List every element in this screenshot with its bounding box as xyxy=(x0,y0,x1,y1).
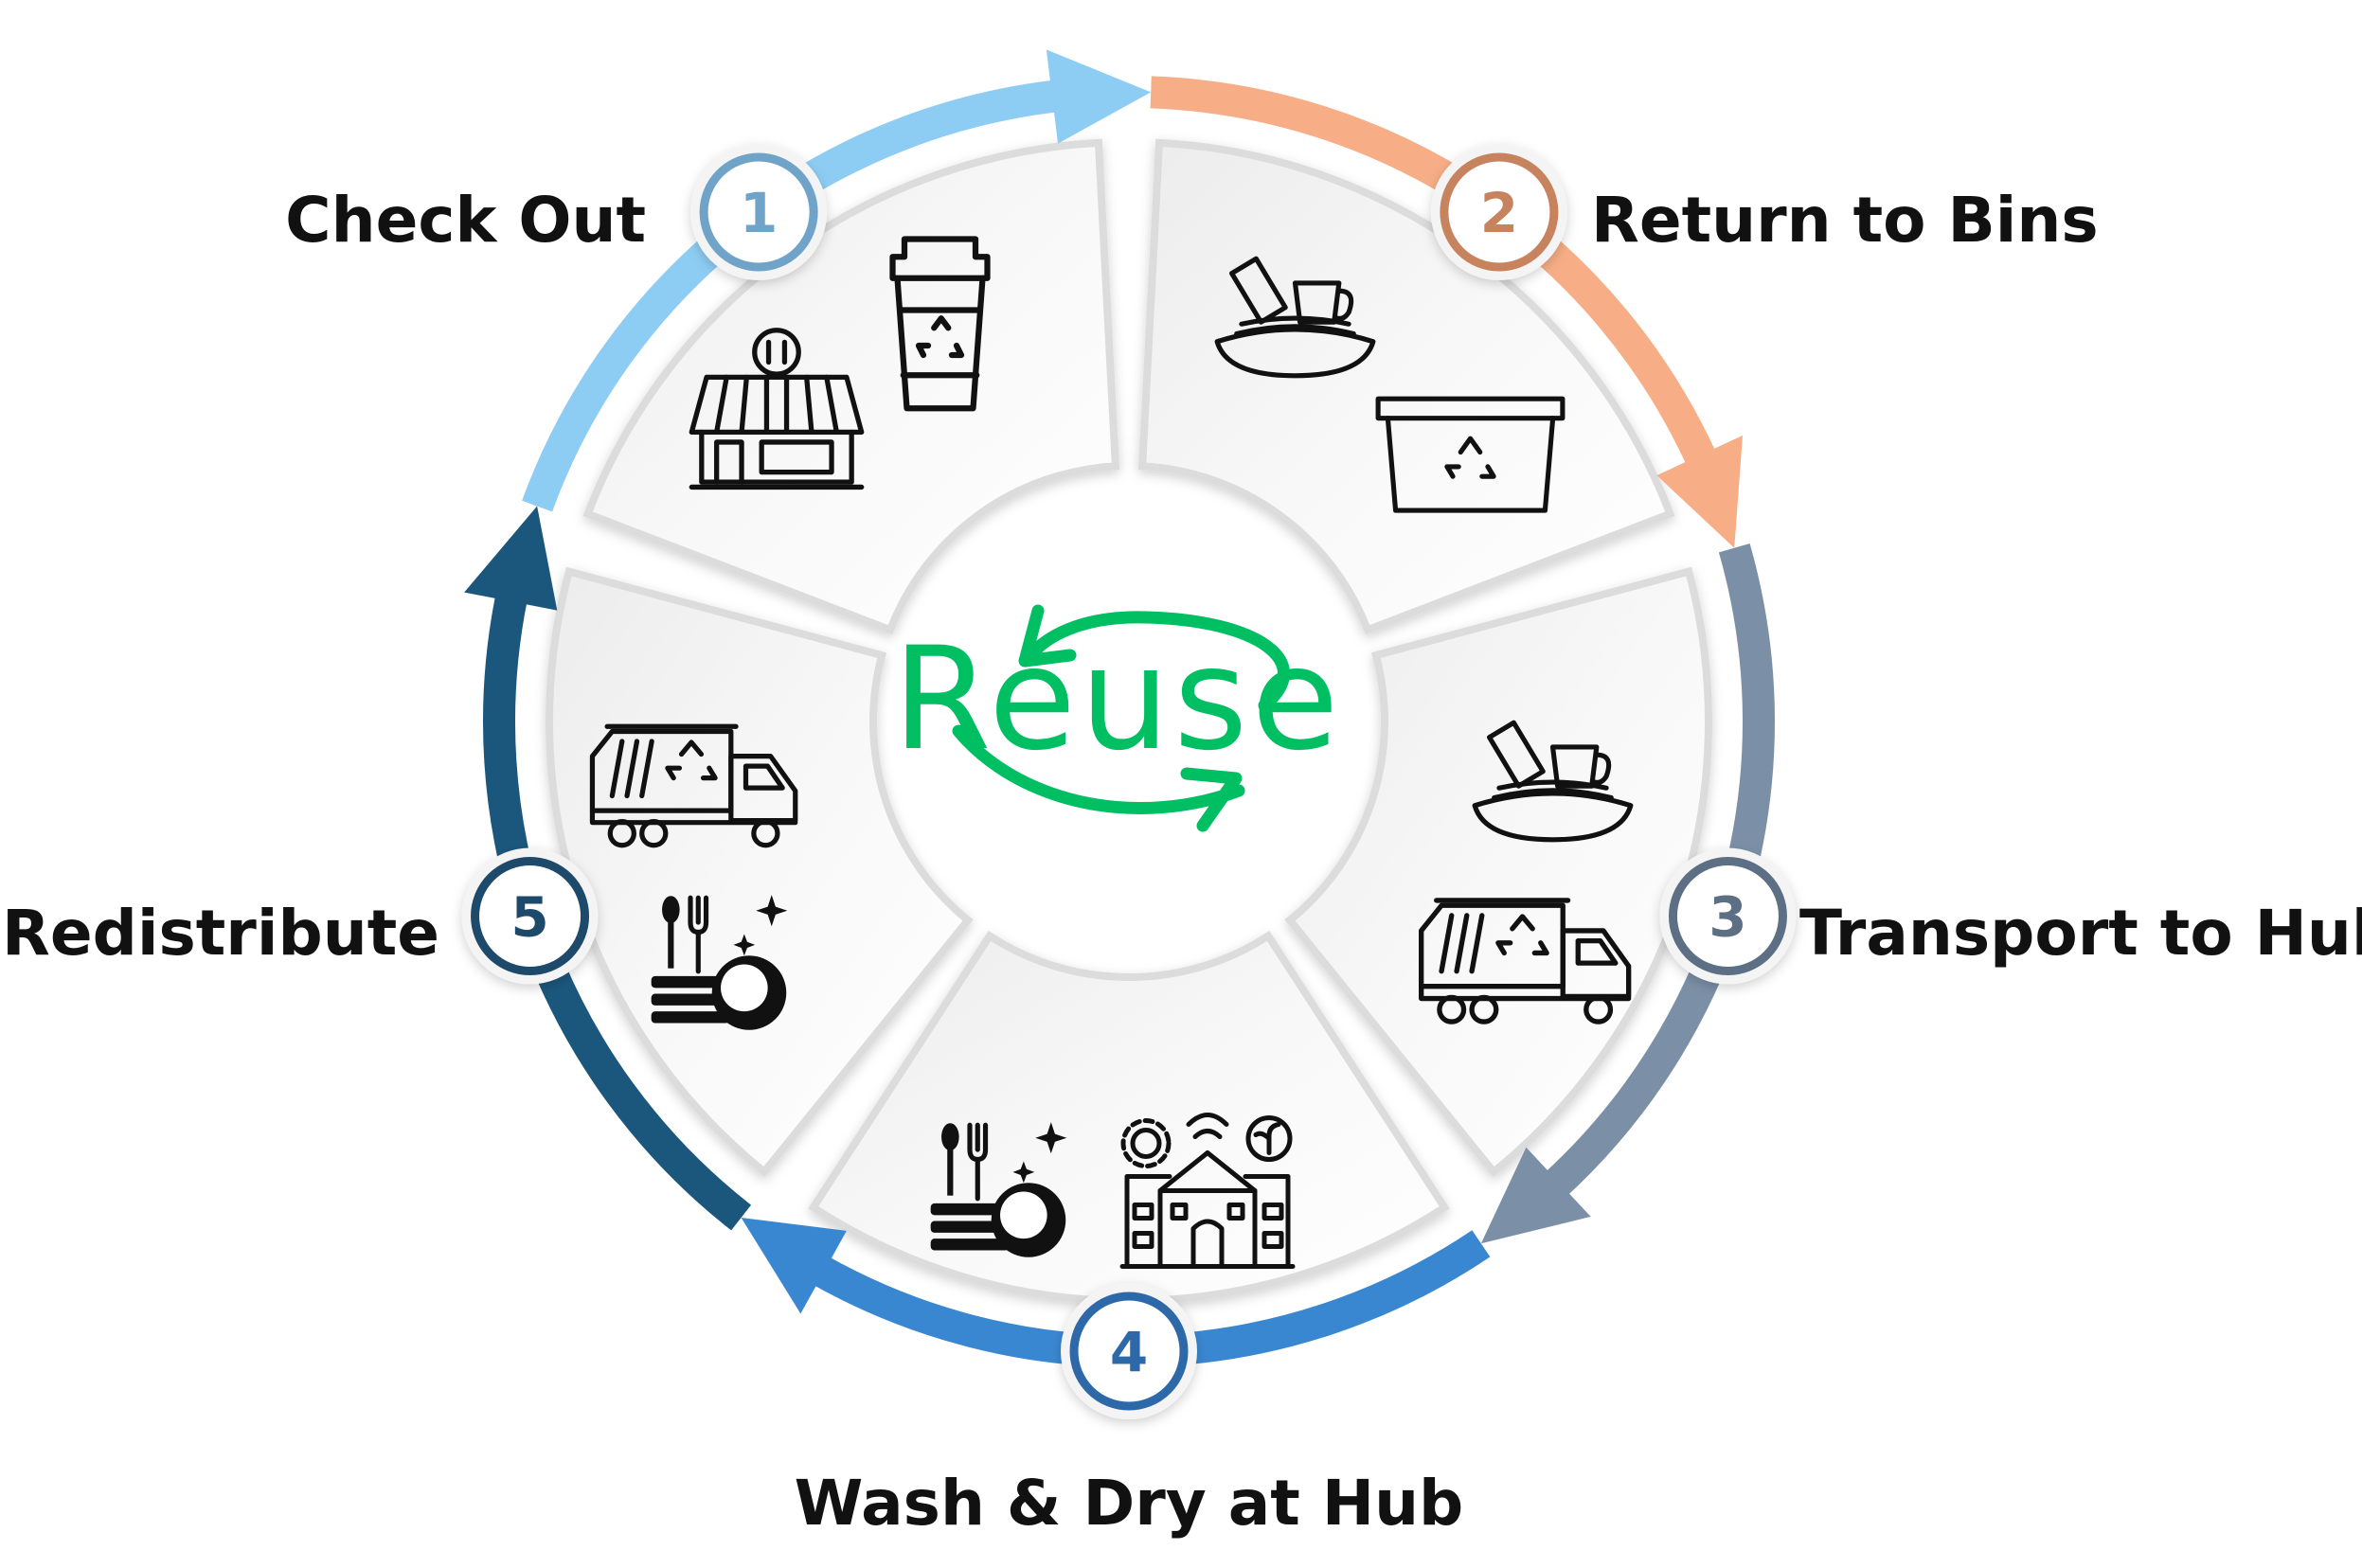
step-3-label: Transport to Hub xyxy=(1799,897,2362,970)
step-1-label: Check Out xyxy=(285,184,646,257)
badge-ring xyxy=(1668,856,1787,975)
step-3-arrowhead xyxy=(1480,1147,1591,1244)
cycle-arrow-top xyxy=(1018,604,1290,712)
step-5-arrowhead xyxy=(464,506,558,611)
center-title: Reuse xyxy=(892,617,1342,782)
step-2-number: 2 xyxy=(1480,181,1518,245)
step-5-badge: 5 xyxy=(461,847,599,985)
step-3-badge: 3 xyxy=(1659,847,1797,985)
badge-ring xyxy=(471,856,590,975)
step-2-arrowhead xyxy=(1656,435,1744,548)
step-1-number: 1 xyxy=(740,181,778,245)
step-1-arrowhead xyxy=(1046,49,1152,144)
step-4-badge: 4 xyxy=(1061,1283,1197,1419)
cycle-arrow-bottom xyxy=(952,724,1245,832)
step-4-number: 4 xyxy=(1110,1320,1148,1384)
step-2-label: Return to Bins xyxy=(1591,184,2099,257)
step-3-number: 3 xyxy=(1709,884,1746,949)
reuse-logo: Reuse xyxy=(892,604,1342,832)
step-4-arrowhead xyxy=(741,1218,847,1314)
step-5-label: Redistribute xyxy=(2,897,439,970)
badge-ring xyxy=(1440,152,1559,272)
badge-ring xyxy=(1069,1292,1189,1411)
badge-ring xyxy=(699,152,818,272)
step-4-label: Wash & Dry at Hub xyxy=(795,1467,1464,1540)
step-1-badge: 1 xyxy=(690,144,828,281)
step-2-badge: 2 xyxy=(1430,144,1567,281)
step-5-number: 5 xyxy=(510,884,548,949)
